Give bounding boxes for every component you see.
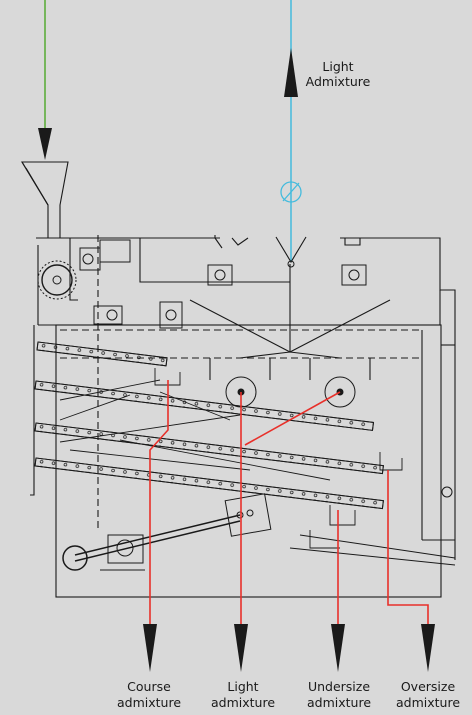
light-bottom-label-line2: admixture bbox=[211, 695, 275, 710]
eccentric-drive bbox=[62, 493, 272, 571]
air-valve-icon bbox=[280, 181, 302, 203]
admixture-flows bbox=[149, 380, 429, 625]
cross-flow bbox=[244, 391, 341, 446]
motor-units bbox=[37, 239, 453, 571]
course-flow bbox=[149, 380, 169, 625]
light-bottom-label-line1: Light bbox=[227, 679, 258, 694]
outlet-arrows bbox=[143, 624, 435, 672]
machine-frame bbox=[21, 161, 456, 598]
light-admixture-top-arrow bbox=[284, 48, 298, 97]
inlet-arrow bbox=[38, 128, 52, 160]
undersize-label-line2: admixture bbox=[307, 695, 371, 710]
light-admixture-top-label-line2: Admixture bbox=[306, 74, 371, 89]
oversize-arrow bbox=[421, 624, 435, 672]
course-arrow bbox=[143, 624, 157, 672]
top-motor-left bbox=[79, 239, 131, 271]
valve-right bbox=[341, 264, 367, 286]
valve-left bbox=[207, 264, 233, 286]
undersize-arrow bbox=[331, 624, 345, 672]
light-admixture-top-label-line1: Light bbox=[322, 59, 353, 74]
course-label-line2: admixture bbox=[117, 695, 181, 710]
sieve-decks bbox=[34, 341, 456, 566]
oversize-flow bbox=[387, 470, 429, 625]
oversize-label-line1: Oversize bbox=[401, 679, 456, 694]
drive-left bbox=[93, 305, 123, 325]
course-label-line1: Course bbox=[127, 679, 171, 694]
undersize-label-line1: Undersize bbox=[308, 679, 370, 694]
drive-centre bbox=[159, 301, 183, 329]
oversize-label-line2: admixture bbox=[396, 695, 460, 710]
feed-roller bbox=[37, 260, 77, 300]
light-bottom-arrow bbox=[234, 624, 248, 672]
